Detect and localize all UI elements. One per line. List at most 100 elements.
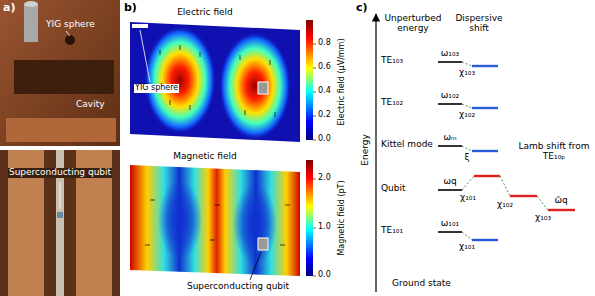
field-title: Magnetic field — [173, 152, 237, 162]
tick — [313, 140, 316, 141]
field-arrow — [245, 110, 246, 115]
shifted-level — [472, 239, 498, 241]
field-arrow — [215, 205, 220, 206]
level-name: Qubit — [381, 184, 406, 194]
energy-symbol: ω₁₀₁ — [441, 219, 459, 229]
yig-sphere — [132, 24, 148, 28]
part-label: Superconducting qubit — [186, 282, 290, 292]
shifted-level — [472, 65, 498, 67]
tick-label: 2.0 — [318, 174, 331, 183]
qubit-photo — [0, 150, 120, 296]
annotation: Lamb shift from TE₁₀ₚ — [518, 142, 590, 162]
field-arrow — [200, 52, 201, 57]
level-name: TE₁₀₂ — [381, 98, 403, 108]
energy-symbol: ωq — [443, 177, 456, 187]
leader-line — [250, 252, 261, 280]
leader-line — [66, 31, 70, 36]
qubit-pad — [57, 212, 63, 218]
level-name: TE₁₀₁ — [381, 226, 403, 236]
yig-hole — [65, 35, 75, 45]
column-heading: Unperturbed energy — [380, 14, 446, 34]
field-arrow — [270, 60, 271, 65]
shift-symbol: χ₁₀₁ — [460, 193, 476, 203]
field-lobe — [219, 32, 291, 140]
field-plane — [130, 165, 300, 276]
field-arrow — [190, 105, 191, 110]
shift-symbol: χ₁₀₃ — [535, 213, 551, 223]
tick — [313, 228, 316, 229]
shifted-qubit-level — [510, 195, 537, 197]
photo-label: Cavity — [76, 100, 104, 110]
tick-label: 0.2 — [318, 111, 331, 120]
shift-line — [537, 196, 548, 210]
energy-symbol: ω₁₀₂ — [441, 91, 459, 101]
tick — [313, 179, 316, 180]
tick — [313, 44, 316, 45]
tick-label: 1.0 — [318, 223, 331, 232]
field-plane — [130, 22, 300, 142]
field-arrow — [160, 50, 161, 55]
column-heading: Dispersive shift — [450, 14, 508, 34]
shifted-level — [472, 150, 498, 152]
level-name: TE₁₀₃ — [381, 56, 403, 66]
field-title: Electric field — [177, 8, 233, 18]
energy-symbol: ω₁₀₃ — [441, 49, 459, 59]
shifted-level — [472, 107, 498, 109]
field-arrow — [240, 55, 241, 60]
field-arrow — [170, 100, 171, 105]
level-name: Kittel mode — [381, 140, 433, 150]
axis-label: Ground state — [392, 279, 451, 289]
tick — [313, 92, 316, 93]
tick-label: 0.8 — [318, 39, 331, 48]
tick — [313, 68, 316, 69]
energy-level — [438, 103, 462, 105]
axis-label: Energy — [361, 134, 371, 166]
energy-level — [438, 231, 462, 233]
energy-axis — [375, 14, 376, 292]
shift-line — [462, 146, 472, 151]
photo-label: YIG sphere — [46, 20, 95, 30]
field-node — [233, 184, 277, 264]
energy-level — [438, 189, 462, 191]
field-arrow — [280, 245, 285, 246]
shift-line — [462, 176, 474, 190]
field-arrow — [180, 45, 181, 50]
pin-top — [24, 1, 38, 7]
qubit-chip — [258, 238, 268, 250]
tick — [313, 116, 316, 117]
field-node — [158, 180, 202, 260]
tick-label: 0.0 — [318, 271, 331, 280]
energy-symbol: ω̃q — [554, 196, 567, 206]
shift-symbol: χ₁₀₂ — [497, 200, 513, 210]
energy-symbol: ωₘ — [443, 133, 456, 143]
cavity-body — [6, 118, 116, 142]
colorbar — [306, 160, 313, 276]
tick-label: 0.6 — [318, 63, 331, 72]
shift-line — [462, 62, 472, 66]
shift-line — [462, 232, 472, 240]
shift-line — [462, 104, 472, 108]
shifted-qubit-level — [548, 209, 575, 211]
leader-line — [60, 182, 61, 209]
pin — [24, 4, 38, 42]
field-arrow — [145, 245, 150, 246]
field-lobe — [144, 26, 216, 134]
shift-line — [500, 176, 510, 196]
shift-symbol: χ₁₀₃ — [459, 68, 475, 78]
part-label: YIG sphere — [134, 84, 179, 93]
shifted-qubit-level — [474, 175, 500, 177]
energy-level — [438, 61, 462, 63]
field-arrow — [210, 240, 215, 241]
leader-line — [140, 30, 150, 82]
colorbar-label: Magnetic field (pT) — [338, 180, 347, 255]
field-arrow — [285, 205, 290, 206]
energy-level — [438, 145, 462, 147]
panel-letter: a) — [3, 2, 15, 14]
tick — [313, 276, 316, 277]
shift-symbol: χ₁₀₂ — [459, 110, 475, 120]
shift-symbol: χ₁₀₁ — [459, 242, 475, 252]
cavity-slot — [14, 60, 114, 94]
